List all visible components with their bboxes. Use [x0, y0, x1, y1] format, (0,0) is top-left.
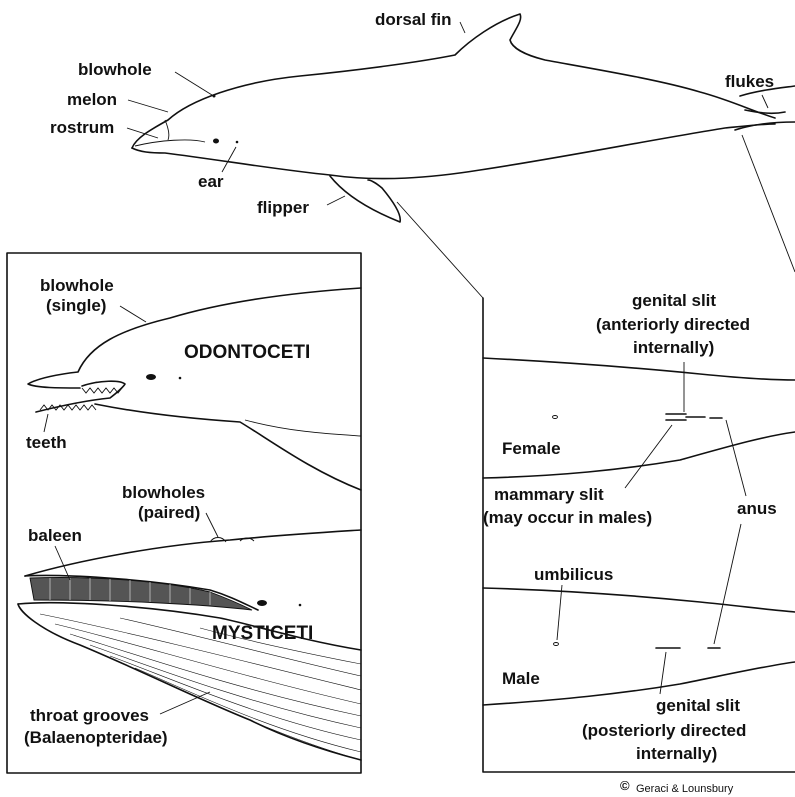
label-genital-slit-male-line2: (posteriorly directed [582, 721, 746, 740]
label-genital-slit-female-line2: (anteriorly directed [596, 315, 750, 334]
odontocete-ear [178, 376, 182, 380]
dolphin-eye [213, 138, 219, 144]
right-panel: genital slit (anteriorly directed intern… [482, 291, 795, 773]
credit-line: © Geraci & Lounsbury [620, 778, 734, 795]
label-genital-slit-female-line1: genital slit [632, 291, 716, 310]
dolphin-mouthline [134, 139, 206, 147]
odontocete-eye [146, 374, 156, 380]
label-teeth: teeth [26, 433, 67, 452]
odontocete-flipper-line [244, 419, 362, 437]
dolphin-belly-outline [131, 123, 776, 180]
mysticete-upper-jaw [24, 574, 259, 611]
mysticete-eye [257, 600, 267, 606]
label-throat-grooves-line1: throat grooves [30, 706, 149, 725]
male-umbilicus [553, 642, 559, 646]
label-genital-slit-male-line1: genital slit [656, 696, 740, 715]
label-throat-grooves-line2: (Balaenopteridae) [24, 728, 168, 747]
odontocete-upper-teeth [81, 387, 123, 394]
female-body [482, 357, 795, 479]
label-blowholes-paired-line2: (paired) [138, 503, 200, 522]
dolphin-flukes [734, 85, 795, 131]
dolphin-ear-hole [235, 140, 239, 144]
right-panel-frame [482, 297, 795, 773]
copyright-symbol: © [620, 778, 630, 793]
label-mysticeti: MYSTICETI [212, 623, 313, 644]
odontocete-head [27, 287, 362, 491]
mysticete-head [17, 529, 362, 761]
odontocete-lower-jaw [35, 380, 126, 413]
top-labels: dorsal fin blowhole melon rostrum ear fl… [50, 10, 774, 217]
label-mammary-slit-line1: mammary slit [494, 485, 604, 504]
mysticete-baleen [29, 577, 253, 611]
label-mammary-slit-line2: (may occur in males) [483, 508, 652, 527]
label-genital-slit-male-line3: internally) [636, 744, 717, 763]
label-melon: melon [67, 90, 117, 109]
female-umbilicus [552, 415, 558, 419]
mysticete-lower-jaw [17, 601, 362, 651]
mysticete-throat-grooves [39, 613, 362, 761]
male-lower-contour [482, 661, 795, 706]
left-panel-frame [6, 252, 362, 774]
label-flukes: flukes [725, 72, 774, 91]
dolphin-melon-crease [164, 119, 170, 141]
label-female: Female [502, 439, 561, 458]
left-panel: blowhole (single) ODONTOCETI teeth blowh… [6, 252, 362, 774]
label-odontoceti: ODONTOCETI [184, 342, 310, 363]
label-flipper: flipper [257, 198, 309, 217]
label-blowhole-single-line1: blowhole [40, 276, 114, 295]
label-genital-slit-female-line3: internally) [633, 338, 714, 357]
mysticete-baleen-plates [49, 578, 211, 605]
label-male: Male [502, 669, 540, 688]
male-upper-contour [482, 587, 795, 613]
odontocete-throat [94, 403, 362, 491]
label-ear: ear [198, 172, 224, 191]
dolphin-illustration [131, 13, 795, 223]
dolphin-flipper [329, 175, 402, 223]
odontocete-outline [27, 287, 362, 389]
mysticete-blowhole-bump [209, 537, 255, 543]
label-anus: anus [737, 499, 777, 518]
female-lower-contour [482, 431, 795, 479]
label-blowhole-single-line2: (single) [46, 296, 106, 315]
label-dorsal-fin: dorsal fin [375, 10, 452, 29]
label-blowhole: blowhole [78, 60, 152, 79]
connector-lines [396, 134, 795, 299]
dolphin-back-outline [131, 13, 776, 149]
dolphin-blowhole-mark [212, 94, 216, 98]
male-body [482, 587, 795, 706]
credit-text: Geraci & Lounsbury [636, 783, 734, 795]
female-upper-contour [482, 357, 795, 381]
label-baleen: baleen [28, 526, 82, 545]
label-blowholes-paired-line1: blowholes [122, 483, 205, 502]
label-rostrum: rostrum [50, 118, 114, 137]
odontocete-lower-teeth [39, 404, 97, 411]
mysticete-rostrum [24, 529, 362, 577]
mysticete-ear [298, 603, 302, 607]
label-umbilicus: umbilicus [534, 565, 613, 584]
